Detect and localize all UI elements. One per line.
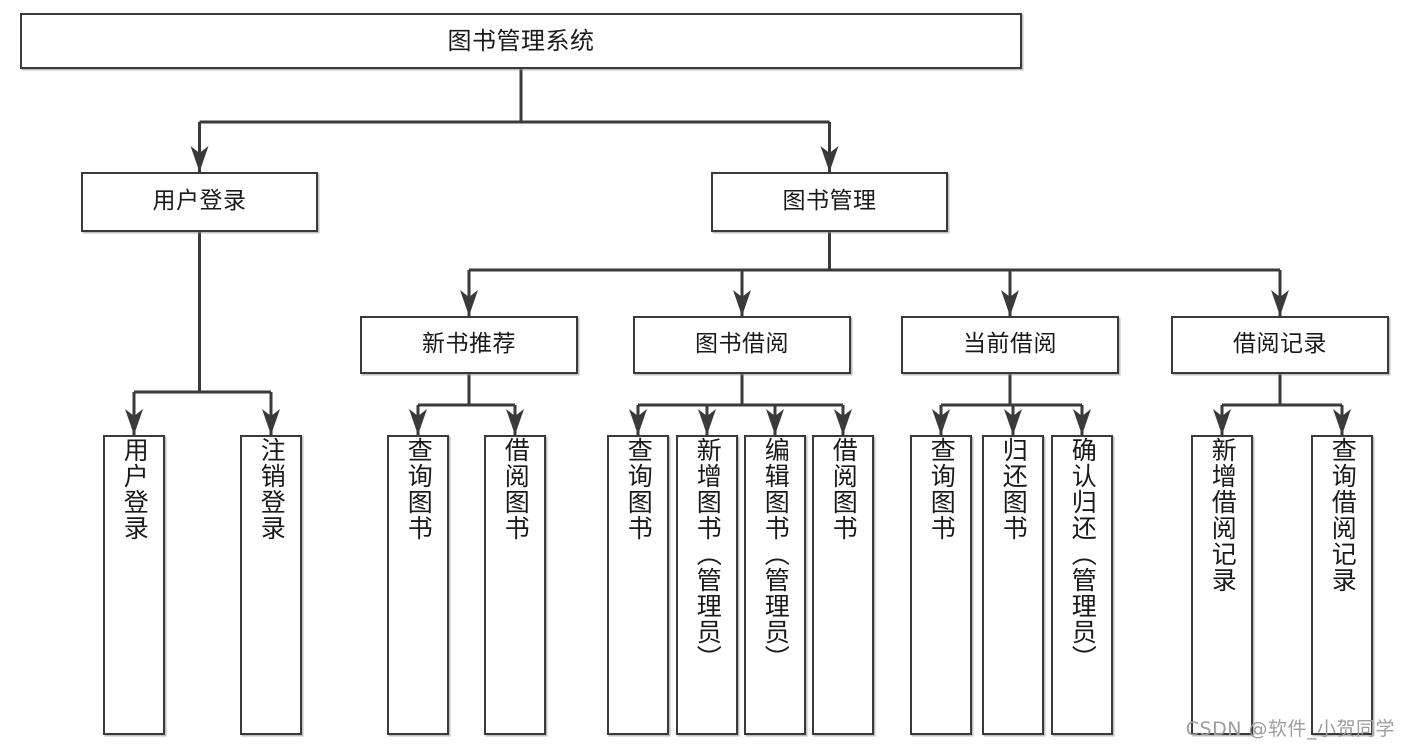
node-leaf-add-book[interactable]: 新增图书（管理员） <box>676 435 738 735</box>
node-label: 查询借阅记录 <box>1328 437 1358 593</box>
node-leaf-borrow-2[interactable]: 借阅图书 <box>812 435 874 735</box>
node-label: 当前借阅 <box>963 331 1057 358</box>
node-label: 查询图书 <box>624 437 654 541</box>
arrow-head-icon <box>1073 409 1091 435</box>
node-root[interactable]: 图书管理系统 <box>20 13 1022 69</box>
node-label: 图书管理系统 <box>447 26 595 55</box>
node-book-borrow[interactable]: 图书借阅 <box>633 316 851 374</box>
node-label: 图书管理 <box>782 188 877 215</box>
watermark: CSDN @软件_小贺同学 <box>1185 718 1395 740</box>
node-leaf-query-3[interactable]: 查询图书 <box>910 435 972 735</box>
node-leaf-logout[interactable]: 注销登录 <box>240 435 302 735</box>
node-label: 新书推荐 <box>422 331 516 358</box>
arrow-head-icon <box>1001 290 1019 316</box>
node-new-book-rec[interactable]: 新书推荐 <box>360 316 578 374</box>
arrow-head-icon <box>1004 409 1022 435</box>
arrow-head-icon <box>766 409 784 435</box>
node-leaf-user-login[interactable]: 用户登录 <box>103 435 165 735</box>
node-borrow-record[interactable]: 借阅记录 <box>1171 316 1389 374</box>
node-leaf-query-2[interactable]: 查询图书 <box>607 435 669 735</box>
arrow-head-icon <box>262 409 280 435</box>
node-label: 归还图书 <box>999 437 1029 541</box>
arrow-head-icon <box>190 146 209 172</box>
node-label: 用户登录 <box>152 188 247 215</box>
node-leaf-confirm-ret[interactable]: 确认归还（管理员） <box>1051 435 1113 735</box>
node-label: 新增图书（管理员） <box>693 437 723 671</box>
arrow-head-icon <box>409 409 427 435</box>
node-leaf-return[interactable]: 归还图书 <box>982 435 1044 735</box>
arrow-head-icon <box>460 290 478 316</box>
arrow-head-icon <box>698 409 716 435</box>
arrow-head-icon <box>1213 409 1231 435</box>
node-label: 借阅图书 <box>501 437 531 541</box>
node-current-borrow[interactable]: 当前借阅 <box>901 316 1119 374</box>
arrow-head-icon <box>629 409 647 435</box>
node-label: 确认归还（管理员） <box>1068 437 1098 671</box>
node-leaf-query-rec[interactable]: 查询借阅记录 <box>1311 435 1373 735</box>
node-label: 用户登录 <box>120 437 150 541</box>
node-leaf-edit-book[interactable]: 编辑图书（管理员） <box>744 435 806 735</box>
arrow-head-icon <box>506 409 524 435</box>
arrow-head-icon <box>125 409 143 435</box>
node-label: 注销登录 <box>257 437 287 541</box>
arrow-head-icon <box>820 146 839 172</box>
arrow-head-icon <box>1271 290 1289 316</box>
node-label: 图书借阅 <box>695 331 789 358</box>
node-label: 编辑图书（管理员） <box>761 437 791 671</box>
node-book-manage[interactable]: 图书管理 <box>711 172 948 232</box>
arrow-head-icon <box>834 409 852 435</box>
node-label: 查询图书 <box>927 437 957 541</box>
node-leaf-query-1[interactable]: 查询图书 <box>387 435 449 735</box>
node-label: 查询图书 <box>404 437 434 541</box>
node-leaf-borrow-1[interactable]: 借阅图书 <box>484 435 546 735</box>
arrow-head-icon <box>733 290 751 316</box>
node-leaf-add-rec[interactable]: 新增借阅记录 <box>1191 435 1253 735</box>
arrow-head-icon <box>1333 409 1351 435</box>
arrow-head-icon <box>932 409 950 435</box>
node-label: 借阅图书 <box>829 437 859 541</box>
node-label: 借阅记录 <box>1233 331 1327 358</box>
node-user-login[interactable]: 用户登录 <box>81 172 318 232</box>
node-label: 新增借阅记录 <box>1208 437 1238 593</box>
